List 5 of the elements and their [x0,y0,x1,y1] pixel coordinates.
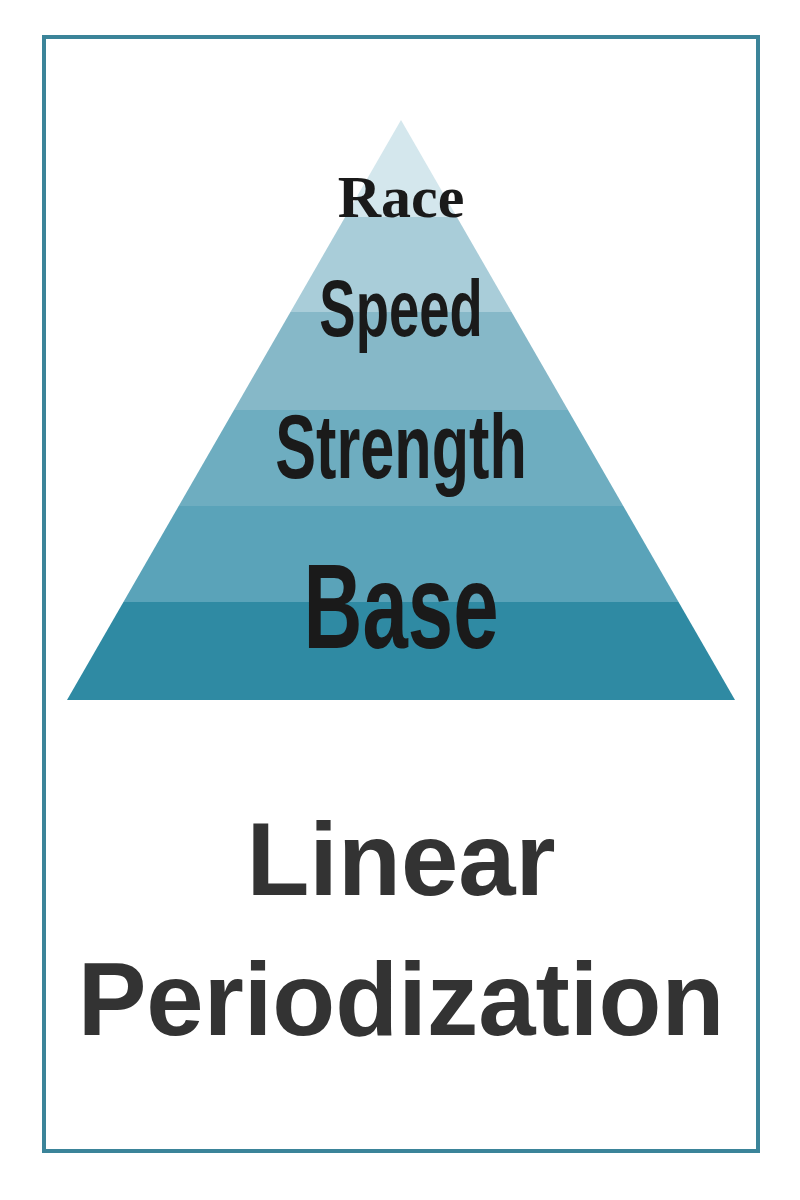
level-label: Base [303,538,499,675]
level-label: Strength [275,396,527,499]
level-label: Speed [319,263,483,355]
diagram-title: Linear Periodization [76,801,726,1059]
level-label: Race [337,167,465,227]
